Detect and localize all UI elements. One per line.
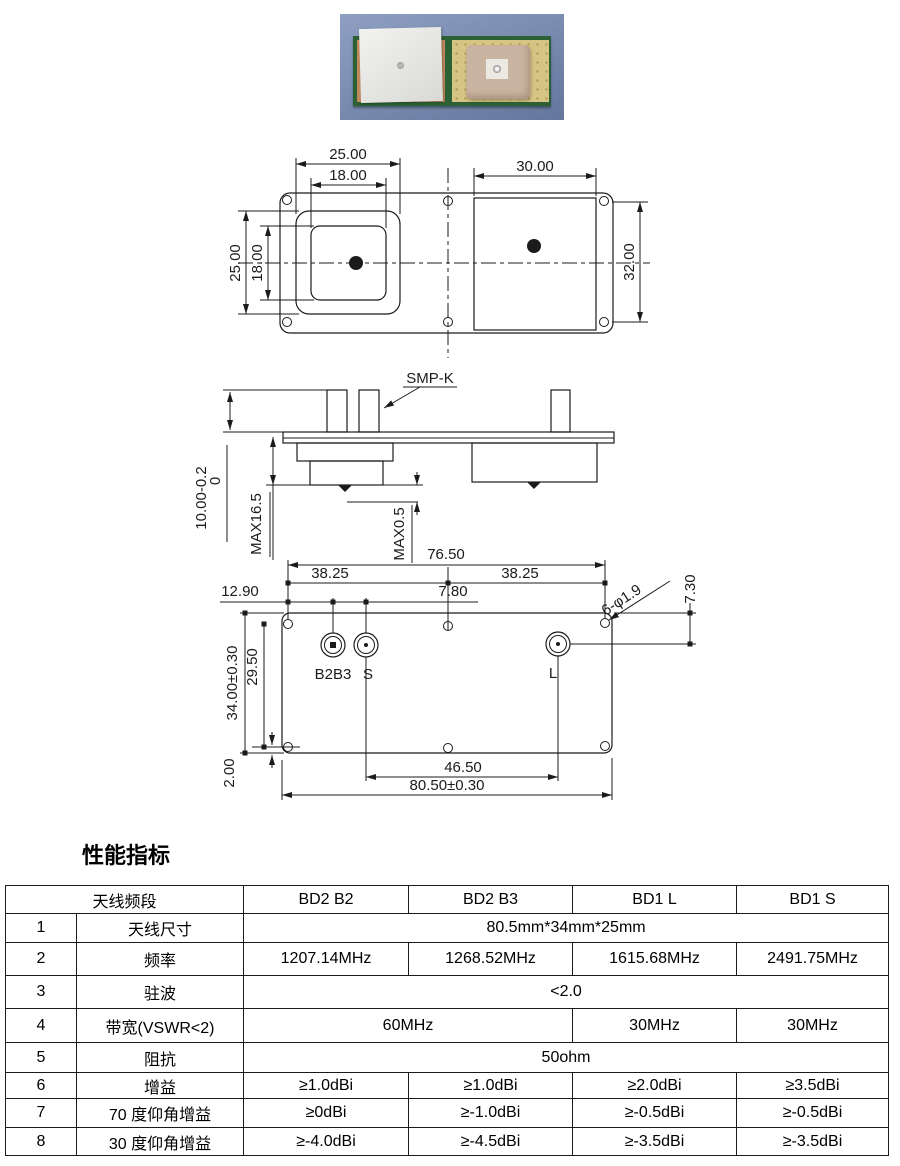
dim-pin-max: MAX0.5 <box>391 507 408 560</box>
table-row-gain: 6 增益 ≥1.0dBi ≥1.0dBi ≥2.0dBi ≥3.5dBi <box>5 1072 890 1099</box>
table-row-gain30: 8 30 度仰角增益 ≥-4.0dBi ≥-4.5dBi ≥-3.5dBi ≥-… <box>5 1127 890 1156</box>
dim-top-height-right: 32.00 <box>621 243 638 281</box>
connector-l-label: L <box>549 665 557 682</box>
cell-bd2b2: 1207.14MHz <box>243 942 410 976</box>
left-ceramic-patch <box>359 26 443 104</box>
cell-bd1s: ≥-3.5dBi <box>736 1127 890 1156</box>
section-title: 性能指标 <box>82 843 171 868</box>
cell-bd2b2: ≥0dBi <box>243 1098 410 1128</box>
connector-b2b3-label: B2B3 <box>315 666 352 683</box>
row-name: 70 度仰角增益 <box>75 1098 245 1128</box>
right-ceramic-patch <box>466 45 530 99</box>
dim-bottom-offset: 2.00 <box>221 758 238 787</box>
dim-edge-offset: 12.90 <box>221 583 259 600</box>
right-feed-point <box>527 239 541 253</box>
dim-thickness-tol-upper: 0 <box>207 477 224 485</box>
row-no: 1 <box>5 913 77 943</box>
row-no: 3 <box>5 975 77 1009</box>
cell-bd2b3: ≥1.0dBi <box>408 1072 574 1099</box>
feed-pin <box>493 65 501 73</box>
cell-bd2b2: ≥-4.0dBi <box>243 1127 410 1156</box>
connector-2 <box>358 389 380 433</box>
connector-s-label: S <box>363 666 373 683</box>
table-row-bandwidth: 4 带宽(VSWR<2) 60MHz 30MHz 30MHz <box>5 1008 890 1043</box>
cell-bd2b3: ≥-1.0dBi <box>408 1098 574 1128</box>
dim-hole-span-h: 76.50 <box>427 546 465 563</box>
cell-bd1s: 2491.75MHz <box>736 942 890 976</box>
cell-bd1l: ≥-0.5dBi <box>572 1098 738 1128</box>
dim-conn-span: 46.50 <box>444 759 482 776</box>
dim-top-width-right: 30.00 <box>516 158 554 175</box>
connector-1 <box>326 389 348 433</box>
row-name: 带宽(VSWR<2) <box>75 1008 245 1043</box>
row-no: 6 <box>5 1072 77 1099</box>
row-value: 80.5mm*34mm*25mm <box>243 913 890 943</box>
connector-l <box>556 642 560 646</box>
product-photo <box>340 14 564 120</box>
dim-half-right: 38.25 <box>501 565 539 582</box>
row-name: 阻抗 <box>75 1042 245 1073</box>
cell-bd1s: ≥3.5dBi <box>736 1072 890 1099</box>
dim-max-height: MAX16.5 <box>248 493 265 555</box>
header-bd1s: BD1 S <box>736 885 890 914</box>
dim-conn-gap: 7.80 <box>438 583 467 600</box>
row-no: 2 <box>5 942 77 976</box>
right-board-section <box>452 40 549 102</box>
connector-3 <box>550 389 571 433</box>
cell-bd2: 60MHz <box>243 1008 574 1043</box>
header-bd2b2: BD2 B2 <box>243 885 410 914</box>
performance-table: 天线频段 BD2 B2 BD2 B3 BD1 L BD1 S 1 天线尺寸 80… <box>4 885 890 1156</box>
row-value: <2.0 <box>243 975 890 1009</box>
dim-hole-offset-v: 7.30 <box>682 574 699 603</box>
cell-bd2b3: 1268.52MHz <box>408 942 574 976</box>
dim-half-left: 38.25 <box>311 565 349 582</box>
connector-s <box>364 643 368 647</box>
dim-top-height-left-inner: 18.00 <box>249 244 266 282</box>
right-patch-outline <box>473 197 597 331</box>
header-band: 天线频段 <box>4 885 245 914</box>
row-no: 8 <box>5 1127 77 1156</box>
cell-bd1l: ≥-3.5dBi <box>572 1127 738 1156</box>
header-bd1l: BD1 L <box>572 885 738 914</box>
table-row-gain70: 7 70 度仰角增益 ≥0dBi ≥-1.0dBi ≥-0.5dBi ≥-0.5… <box>5 1098 890 1128</box>
row-name: 天线尺寸 <box>75 913 245 943</box>
row-no: 5 <box>5 1042 77 1073</box>
table-row-vswr: 3 驻波 <2.0 <box>5 975 890 1009</box>
cell-bd1s: ≥-0.5dBi <box>736 1098 890 1128</box>
connector-label: SMP-K <box>406 370 454 387</box>
row-name: 30 度仰角增益 <box>75 1127 245 1156</box>
technical-drawing: 25.00 18.00 30.00 25.00 18.00 32.00 <box>193 146 699 800</box>
table-row-size: 1 天线尺寸 80.5mm*34mm*25mm <box>5 913 890 943</box>
top-view: 25.00 18.00 30.00 25.00 18.00 32.00 <box>227 146 650 358</box>
dim-hole-span-v: 29.50 <box>244 648 261 686</box>
row-no: 7 <box>5 1098 77 1128</box>
row-name: 增益 <box>75 1072 245 1099</box>
dim-top-height-left: 25.00 <box>227 244 244 282</box>
dim-top-width-outer: 25.00 <box>329 146 367 163</box>
cell-bd2b2: ≥1.0dBi <box>243 1072 410 1099</box>
table-row-frequency: 2 频率 1207.14MHz 1268.52MHz 1615.68MHz 24… <box>5 942 890 976</box>
connector-b2b3 <box>330 642 336 648</box>
cell-bd1l: 1615.68MHz <box>572 942 738 976</box>
dim-top-width-inner: 18.00 <box>329 167 367 184</box>
cell-bd1l: ≥2.0dBi <box>572 1072 738 1099</box>
pcb-board <box>353 26 551 106</box>
row-value: 50ohm <box>243 1042 890 1073</box>
side-view: SMP-K 0 10.00-0.2 MAX16.5 MAX0.5 <box>193 370 615 563</box>
dim-thickness: 10.00-0.2 <box>193 466 210 529</box>
dim-height-total: 34.00±0.30 <box>224 646 241 721</box>
header-bd2b3: BD2 B3 <box>408 885 574 914</box>
cell-bd2b3: ≥-4.5dBi <box>408 1127 574 1156</box>
row-name: 驻波 <box>75 975 245 1009</box>
table-row-impedance: 5 阻抗 50ohm <box>5 1042 890 1073</box>
dim-width-total: 80.50±0.30 <box>410 777 485 794</box>
cell-bd1s: 30MHz <box>736 1008 890 1043</box>
table-header-row: 天线频段 BD2 B2 BD2 B3 BD1 L BD1 S <box>4 885 890 914</box>
bottom-view: B2B3 S L 76.50 38.25 38.25 <box>220 546 699 800</box>
row-name: 频率 <box>75 942 245 976</box>
cell-bd1l: 30MHz <box>572 1008 738 1043</box>
row-no: 4 <box>5 1008 77 1043</box>
